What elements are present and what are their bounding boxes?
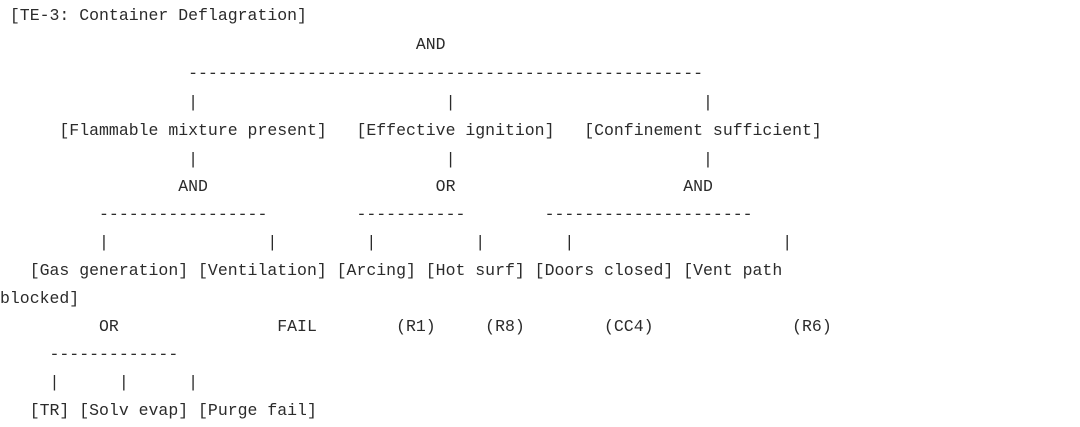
level-3-events: [TR] [Solv evap] [Purge fail] — [0, 401, 317, 420]
connector-line: | | | — [0, 373, 199, 392]
connector-line: | | | — [0, 93, 713, 112]
diagram-title: [TE-3: Container Deflagration] — [0, 6, 307, 25]
connector-line: ------------- — [0, 345, 179, 364]
level-2-annotations: OR FAIL (R1) (R8) (CC4) (R6) — [0, 317, 832, 336]
connector-line: | | | — [0, 150, 713, 169]
connector-line: | | | | | | — [0, 233, 793, 252]
level-2-events-wrap: blocked] — [0, 289, 80, 308]
connector-line: ----------------------------------------… — [0, 64, 704, 83]
level-1-events: [Flammable mixture present] [Effective i… — [0, 121, 822, 140]
connector-line: ----------------- ----------- ----------… — [0, 205, 753, 224]
level-1-gates: AND OR AND — [0, 177, 713, 196]
level-2-events: [Gas generation] [Ventilation] [Arcing] … — [0, 261, 783, 280]
top-gate-and: AND — [0, 35, 446, 54]
